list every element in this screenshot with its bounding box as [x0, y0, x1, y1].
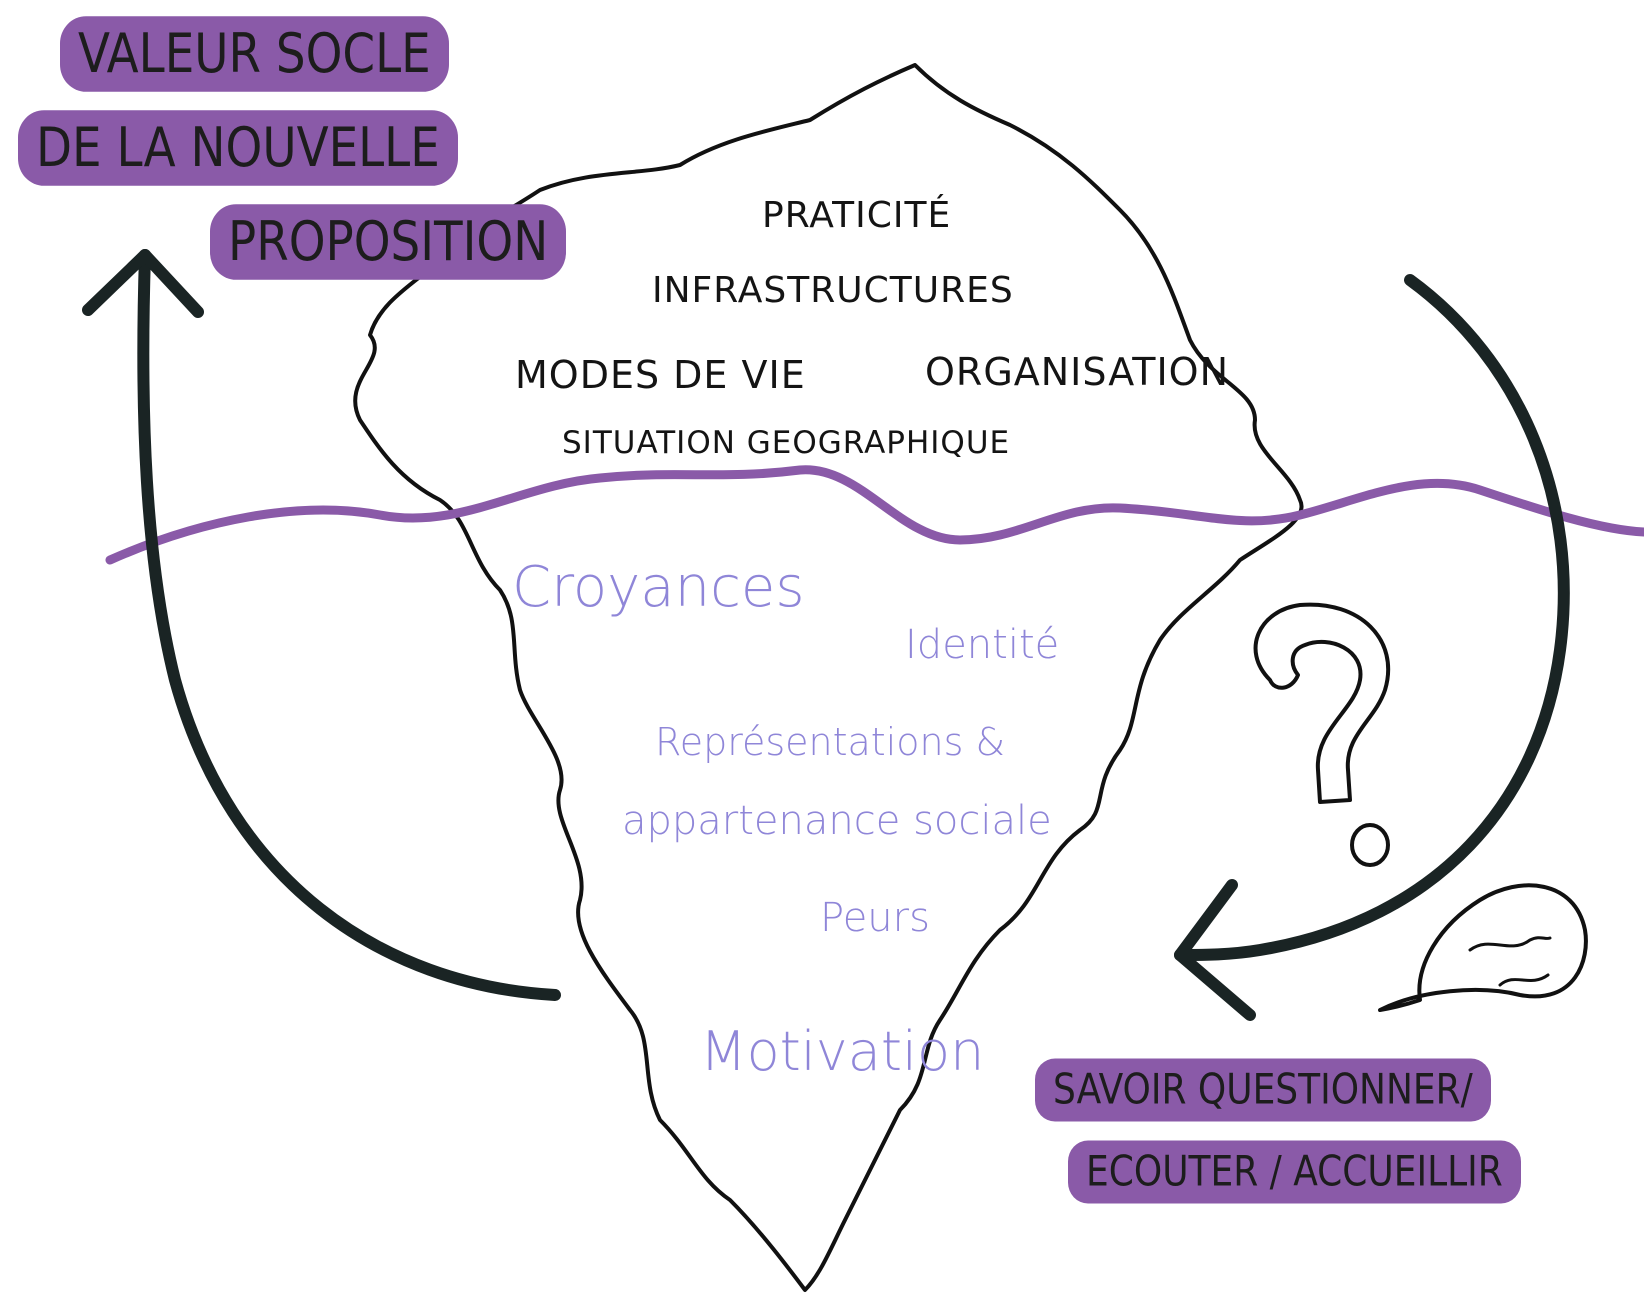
above-label-infrastructures: INFRASTRUCTURES — [652, 270, 1014, 311]
above-label-praticite: PRATICITÉ — [762, 195, 952, 236]
arrowhead-left — [1174, 879, 1256, 1021]
curved-arrow-left-icon — [1174, 274, 1570, 961]
below-label-identite: Identité — [905, 622, 1060, 668]
below-label-representations: Représentations & — [655, 720, 1006, 764]
bottom-label-line-1: SAVOIR QUESTIONNER/ — [1035, 1058, 1491, 1122]
question-mark-icon — [1253, 602, 1391, 867]
top-label-line-3: PROPOSITION — [210, 204, 567, 280]
below-label-peurs: Peurs — [820, 895, 930, 941]
above-label-situation-geographique: SITUATION GEOGRAPHIQUE — [562, 425, 1011, 461]
bottom-label-line-2: ECOUTER / ACCUEILLIR — [1068, 1140, 1521, 1204]
top-label-line-1: VALEUR SOCLE — [60, 16, 449, 92]
speech-bubble-icon — [1378, 883, 1588, 1012]
top-label-line-2: DE LA NOUVELLE — [18, 110, 458, 186]
above-label-organisation: ORGANISATION — [925, 350, 1230, 394]
iceberg-outline — [353, 63, 1304, 1292]
below-label-croyances: Croyances — [512, 555, 805, 620]
water-line — [105, 465, 1644, 565]
curved-arrow-up-icon — [137, 249, 561, 1001]
below-label-motivation: Motivation — [700, 1020, 985, 1083]
above-label-modes-de-vie: MODES DE VIE — [515, 353, 806, 397]
below-label-appartenance-sociale: appartenance sociale — [622, 798, 1052, 844]
arrowhead-up — [82, 249, 204, 318]
